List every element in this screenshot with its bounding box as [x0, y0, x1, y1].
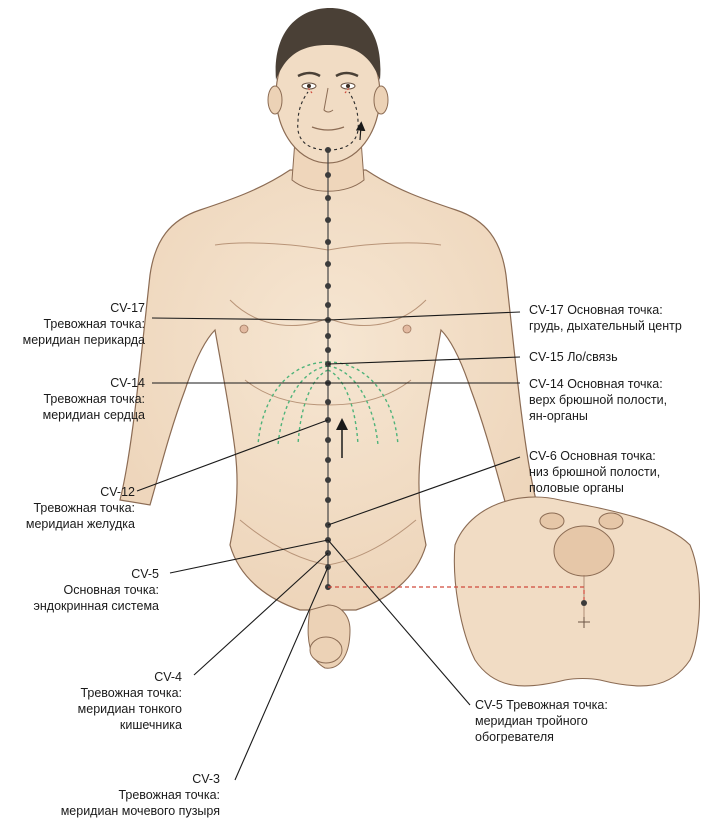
cv-point	[325, 147, 331, 153]
label-cv4-left: CV-4 Тревожная точка: меридиан тонкого к…	[77, 670, 182, 732]
cv-point	[325, 302, 331, 308]
energy-lines	[257, 361, 399, 446]
cv-point	[325, 283, 331, 289]
right-nipple	[402, 324, 412, 334]
perineum-guide-line	[328, 586, 585, 600]
cv-point	[325, 497, 331, 503]
label-cv17-left: CV-17 Тревожная точка: меридиан перикард…	[22, 301, 145, 347]
cv-point	[325, 333, 331, 339]
label-cv5-right: CV-5 Тревожная точка: меридиан тройного …	[475, 698, 608, 744]
cv-point	[325, 399, 331, 405]
genitals	[307, 604, 351, 669]
label-cv14-left: CV-14 Тревожная точка: меридиан сердца	[42, 376, 145, 422]
cv-points	[325, 147, 331, 590]
cv-point	[325, 217, 331, 223]
label-cv6-right: CV-6 Основная точка: низ брюшной полости…	[529, 449, 661, 495]
label-cv3-left: CV-3 Тревожная точка: меридиан мочевого …	[60, 772, 220, 818]
cv-point	[325, 457, 331, 463]
cv-point	[325, 261, 331, 267]
cv-point	[325, 437, 331, 443]
cv-point	[325, 347, 331, 353]
cv-point	[325, 239, 331, 245]
cv-point	[325, 172, 331, 178]
label-cv15-right: CV-15 Ло/связь	[529, 350, 618, 364]
label-cv5-left: CV-5 Основная точка: эндокринная система	[33, 567, 160, 613]
left-nipple	[239, 324, 249, 334]
cv-point	[325, 477, 331, 483]
head	[267, 8, 389, 164]
label-cv17-right: CV-17 Основная точка: грудь, дыхательный…	[529, 303, 682, 333]
leader-lines	[136, 311, 521, 781]
perineum-inset	[453, 496, 701, 687]
cv-point	[325, 195, 331, 201]
label-cv12-left: CV-12 Тревожная точка: меридиан желудка	[25, 485, 135, 531]
label-cv14-right: CV-14 Основная точка: верх брюшной полос…	[529, 377, 668, 423]
